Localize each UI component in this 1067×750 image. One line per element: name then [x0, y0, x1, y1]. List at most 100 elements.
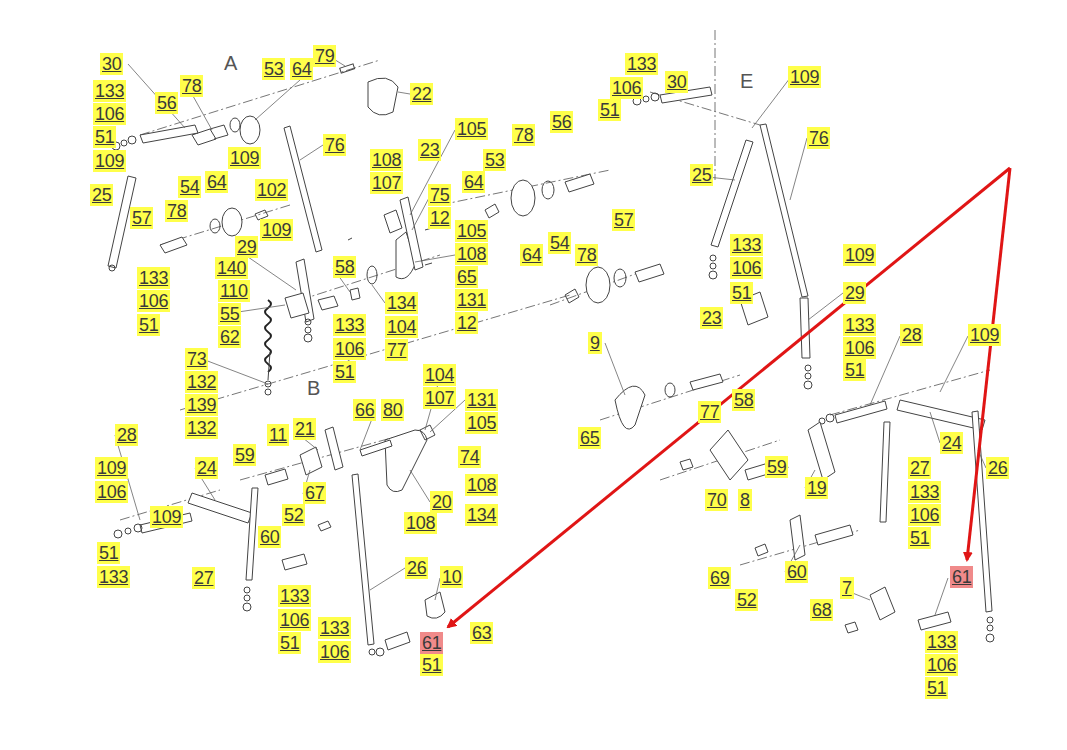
callout-number: 133 — [137, 267, 170, 289]
view-letter: E — [738, 70, 755, 92]
callout-number: 51 — [908, 527, 931, 549]
callout-number: 109 — [93, 150, 126, 172]
callout-number: 106 — [278, 609, 311, 631]
callout-number: 102 — [255, 179, 288, 201]
callout-number: 25 — [690, 164, 713, 186]
callout-number: 64 — [205, 171, 228, 193]
callout-number: 133 — [925, 631, 958, 653]
callout-number: 133 — [843, 314, 876, 336]
callout-number: 70 — [705, 489, 728, 511]
callout-number: 64 — [462, 171, 485, 193]
callout-number: 51 — [333, 361, 356, 383]
callout-number: 65 — [578, 427, 601, 449]
callout-number: 106 — [318, 641, 351, 663]
callout-number: 12 — [455, 312, 478, 334]
callout-number: 132 — [185, 417, 218, 439]
callout-number: 27 — [908, 457, 931, 479]
callout-number: 140 — [215, 257, 248, 279]
callout-number: 30 — [665, 71, 688, 93]
callout-number: 51 — [278, 632, 301, 654]
callout-number: 76 — [323, 134, 346, 156]
callout-number: 64 — [290, 58, 313, 80]
callout-number: 54 — [178, 176, 201, 198]
callout-number: 26 — [405, 557, 428, 579]
callout-number: 133 — [333, 314, 366, 336]
callout-number: 105 — [455, 220, 488, 242]
callout-number: 133 — [730, 234, 763, 256]
callout-number: 51 — [97, 542, 120, 564]
callout-number: 77 — [698, 401, 721, 423]
callout-number: 109 — [788, 66, 821, 88]
callout-number: 51 — [925, 677, 948, 699]
callout-number: 106 — [908, 504, 941, 526]
callout-number: 58 — [732, 389, 755, 411]
callout-number: 53 — [483, 149, 506, 171]
callout-number: 134 — [465, 504, 498, 526]
callout-number: 78 — [575, 244, 598, 266]
callout-number: 55 — [218, 303, 241, 325]
callout-number: 30 — [100, 53, 123, 75]
callout-number: 109 — [95, 457, 128, 479]
callout-number: 79 — [313, 45, 336, 67]
callout-number: 51 — [598, 99, 621, 121]
callout-number: 29 — [235, 236, 258, 258]
callout-number: 131 — [455, 289, 488, 311]
callout-number: 19 — [805, 477, 828, 499]
callout-number: 139 — [185, 394, 218, 416]
callout-number: 107 — [423, 387, 456, 409]
callout-number: 75 — [428, 184, 451, 206]
callout-number: 133 — [278, 585, 311, 607]
callout-number: 132 — [185, 371, 218, 393]
callout-number: 64 — [520, 244, 543, 266]
callout-number: 52 — [735, 589, 758, 611]
callout-number: 7 — [840, 577, 854, 599]
callout-number: 134 — [385, 292, 418, 314]
callout-number: 109 — [843, 244, 876, 266]
view-letter: A — [222, 52, 239, 74]
callout-number: 66 — [353, 399, 376, 421]
callout-number: 106 — [610, 77, 643, 99]
callout-number: 51 — [730, 282, 753, 304]
callout-number: 106 — [730, 257, 763, 279]
callout-number: 78 — [165, 200, 188, 222]
callout-number: 78 — [512, 124, 535, 146]
callout-number: 12 — [428, 207, 451, 229]
callout-number: 56 — [155, 92, 178, 114]
callout-number: 108 — [370, 149, 403, 171]
callout-number: 106 — [95, 481, 128, 503]
callout-number: 109 — [260, 219, 293, 241]
callout-number: 26 — [986, 457, 1009, 479]
callout-number: 76 — [807, 127, 830, 149]
callout-number: 80 — [381, 399, 404, 421]
callout-number: 133 — [93, 80, 126, 102]
callout-number: 60 — [258, 526, 281, 548]
callout-number: 109 — [150, 506, 183, 528]
view-letter: B — [305, 377, 322, 399]
callout-number: 52 — [282, 504, 305, 526]
callout-number: 106 — [843, 337, 876, 359]
callout-number: 67 — [303, 482, 326, 504]
callout-number: 133 — [97, 566, 130, 588]
callout-number: 22 — [410, 83, 433, 105]
callout-number: 105 — [455, 118, 488, 140]
callout-number: 61 — [420, 632, 443, 654]
callout-number: 108 — [404, 512, 437, 534]
callout-number: 104 — [385, 316, 418, 338]
callout-number: 10 — [440, 566, 463, 588]
callout-number: 8 — [738, 489, 752, 511]
callout-number: 29 — [843, 282, 866, 304]
callout-number: 108 — [465, 474, 498, 496]
callout-number: 133 — [625, 53, 658, 75]
callout-number: 23 — [418, 139, 441, 161]
callout-number: 106 — [137, 290, 170, 312]
callout-number: 65 — [455, 266, 478, 288]
callout-number: 108 — [455, 243, 488, 265]
callout-number: 23 — [700, 307, 723, 329]
callout-number: 53 — [262, 58, 285, 80]
callout-number: 51 — [843, 359, 866, 381]
callout-number: 107 — [370, 172, 403, 194]
callout-number: 57 — [612, 209, 635, 231]
callout-number: 9 — [588, 332, 602, 354]
callout-number: 78 — [180, 75, 203, 97]
